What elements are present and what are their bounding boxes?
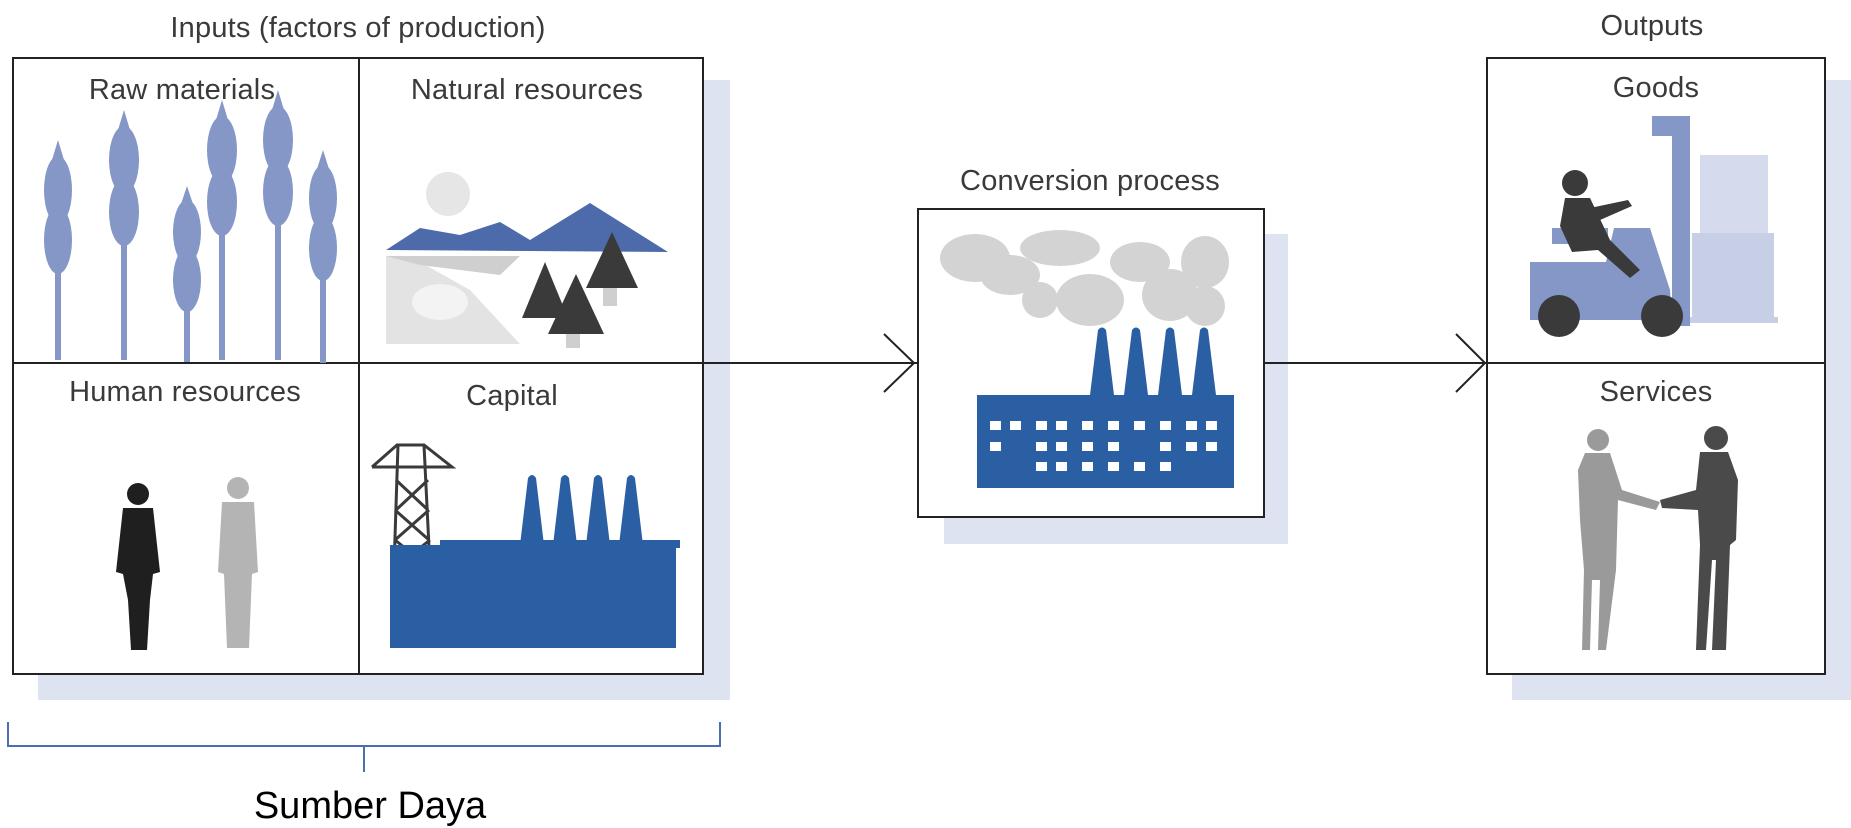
services-label: Services	[1599, 376, 1713, 408]
arrow-head-1	[883, 333, 916, 393]
bracket-caption: Sumber Daya	[253, 785, 487, 827]
people-icon	[116, 477, 258, 650]
goods-label: Goods	[1612, 72, 1700, 104]
outputs-box	[1486, 57, 1826, 675]
landscape-icon	[386, 172, 668, 348]
capital-factory-icon	[390, 475, 680, 648]
smoke-icon	[940, 230, 1229, 326]
resources-bracket	[7, 722, 721, 772]
wheat-icon	[44, 90, 337, 363]
outputs-heading: Outputs	[1600, 10, 1704, 42]
arrow-head-2	[1455, 333, 1487, 393]
forklift-icon	[1530, 116, 1778, 337]
natural-resources-label: Natural resources	[410, 74, 644, 106]
raw-materials-label: Raw materials	[88, 74, 276, 106]
inputs-heading: Inputs (factors of production)	[170, 12, 546, 44]
human-resources-label: Human resources	[69, 376, 301, 408]
handshake-icon	[1578, 426, 1738, 650]
power-tower-icon	[371, 443, 457, 570]
capital-label: Capital	[466, 380, 558, 412]
factory-icon	[977, 327, 1234, 488]
conversion-process-label: Conversion process	[960, 165, 1220, 197]
